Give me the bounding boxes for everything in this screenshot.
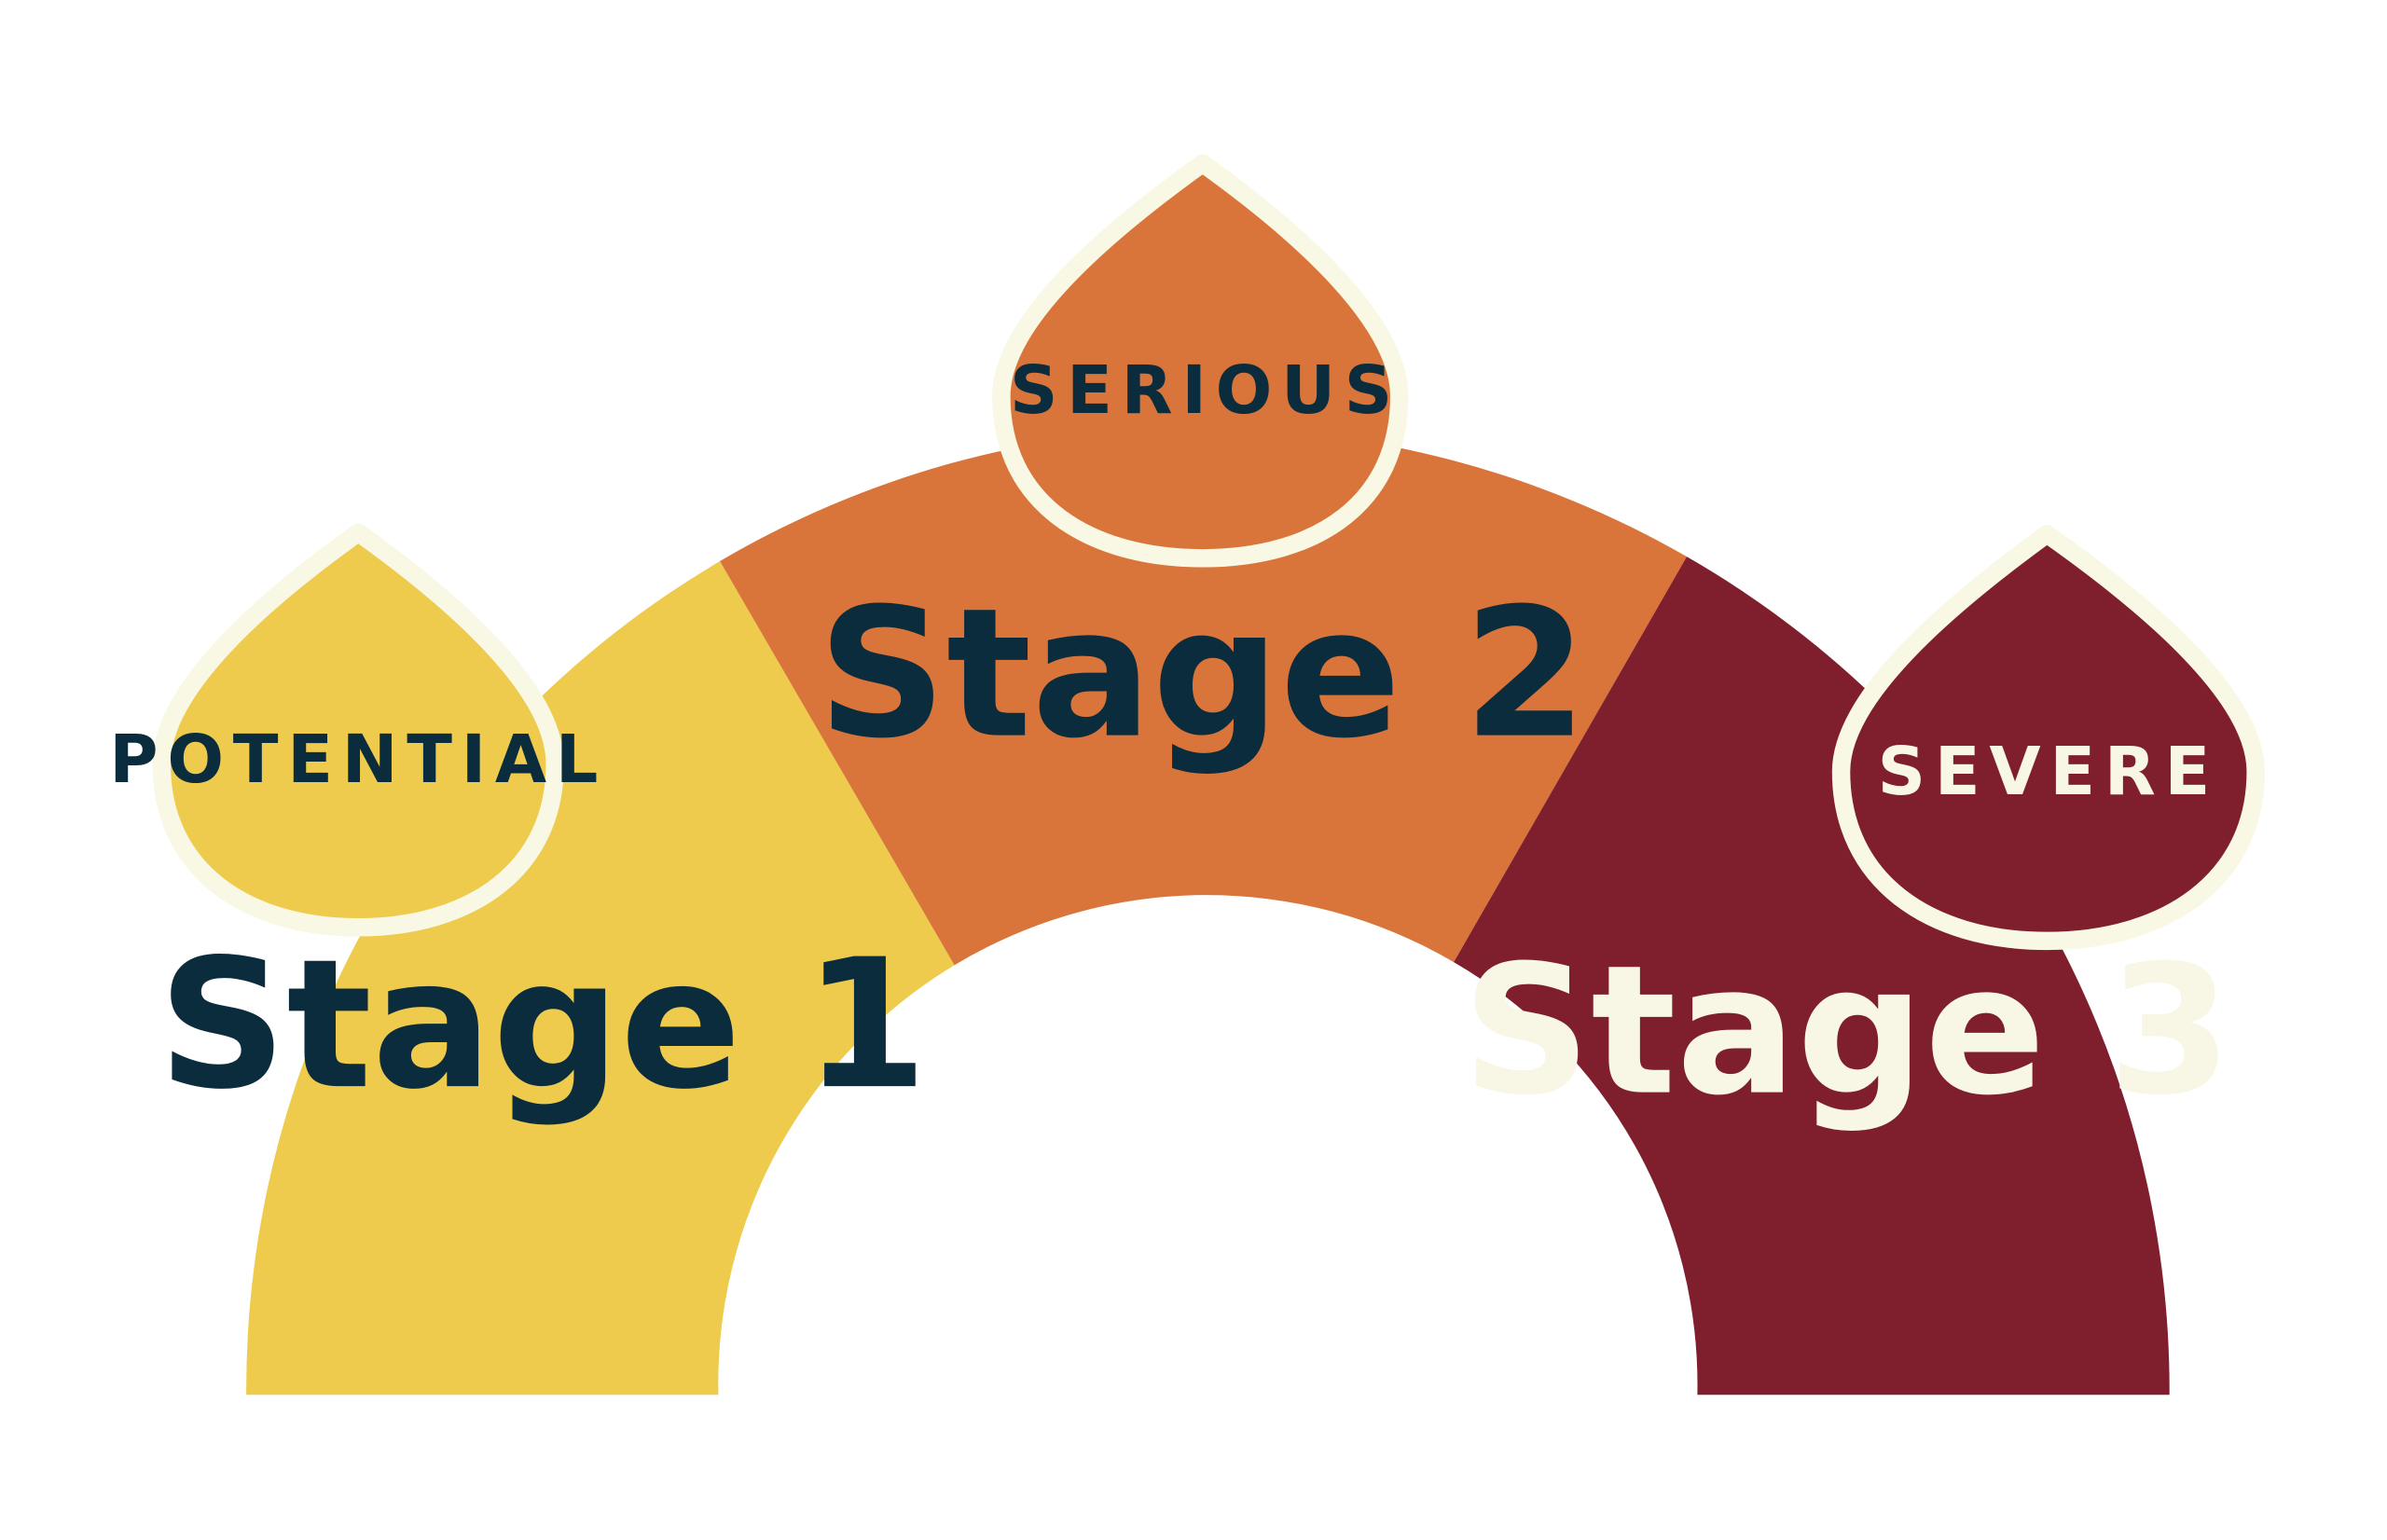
stage-3-segment (1454, 557, 2170, 1396)
severe-drop: SEVERE (1831, 525, 2265, 951)
stage-3-label: Stage 3 (1462, 928, 2231, 1135)
stage-2-segment (720, 428, 1688, 966)
serious-label: SERIOUS (1010, 351, 1401, 429)
serious-drop: SERIOUS (992, 154, 1409, 568)
stage-1-label: Stage 1 (158, 921, 927, 1129)
stage-2-label: Stage 2 (818, 571, 1587, 778)
severe-drop-shape (1831, 525, 2265, 951)
potential-drop-shape (152, 523, 564, 937)
potential-drop: POTENTIAL (109, 523, 607, 937)
serious-drop-shape (992, 154, 1409, 568)
potential-label: POTENTIAL (109, 721, 607, 798)
severe-label: SEVERE (1878, 733, 2219, 810)
stage-1-segment (246, 561, 955, 1396)
